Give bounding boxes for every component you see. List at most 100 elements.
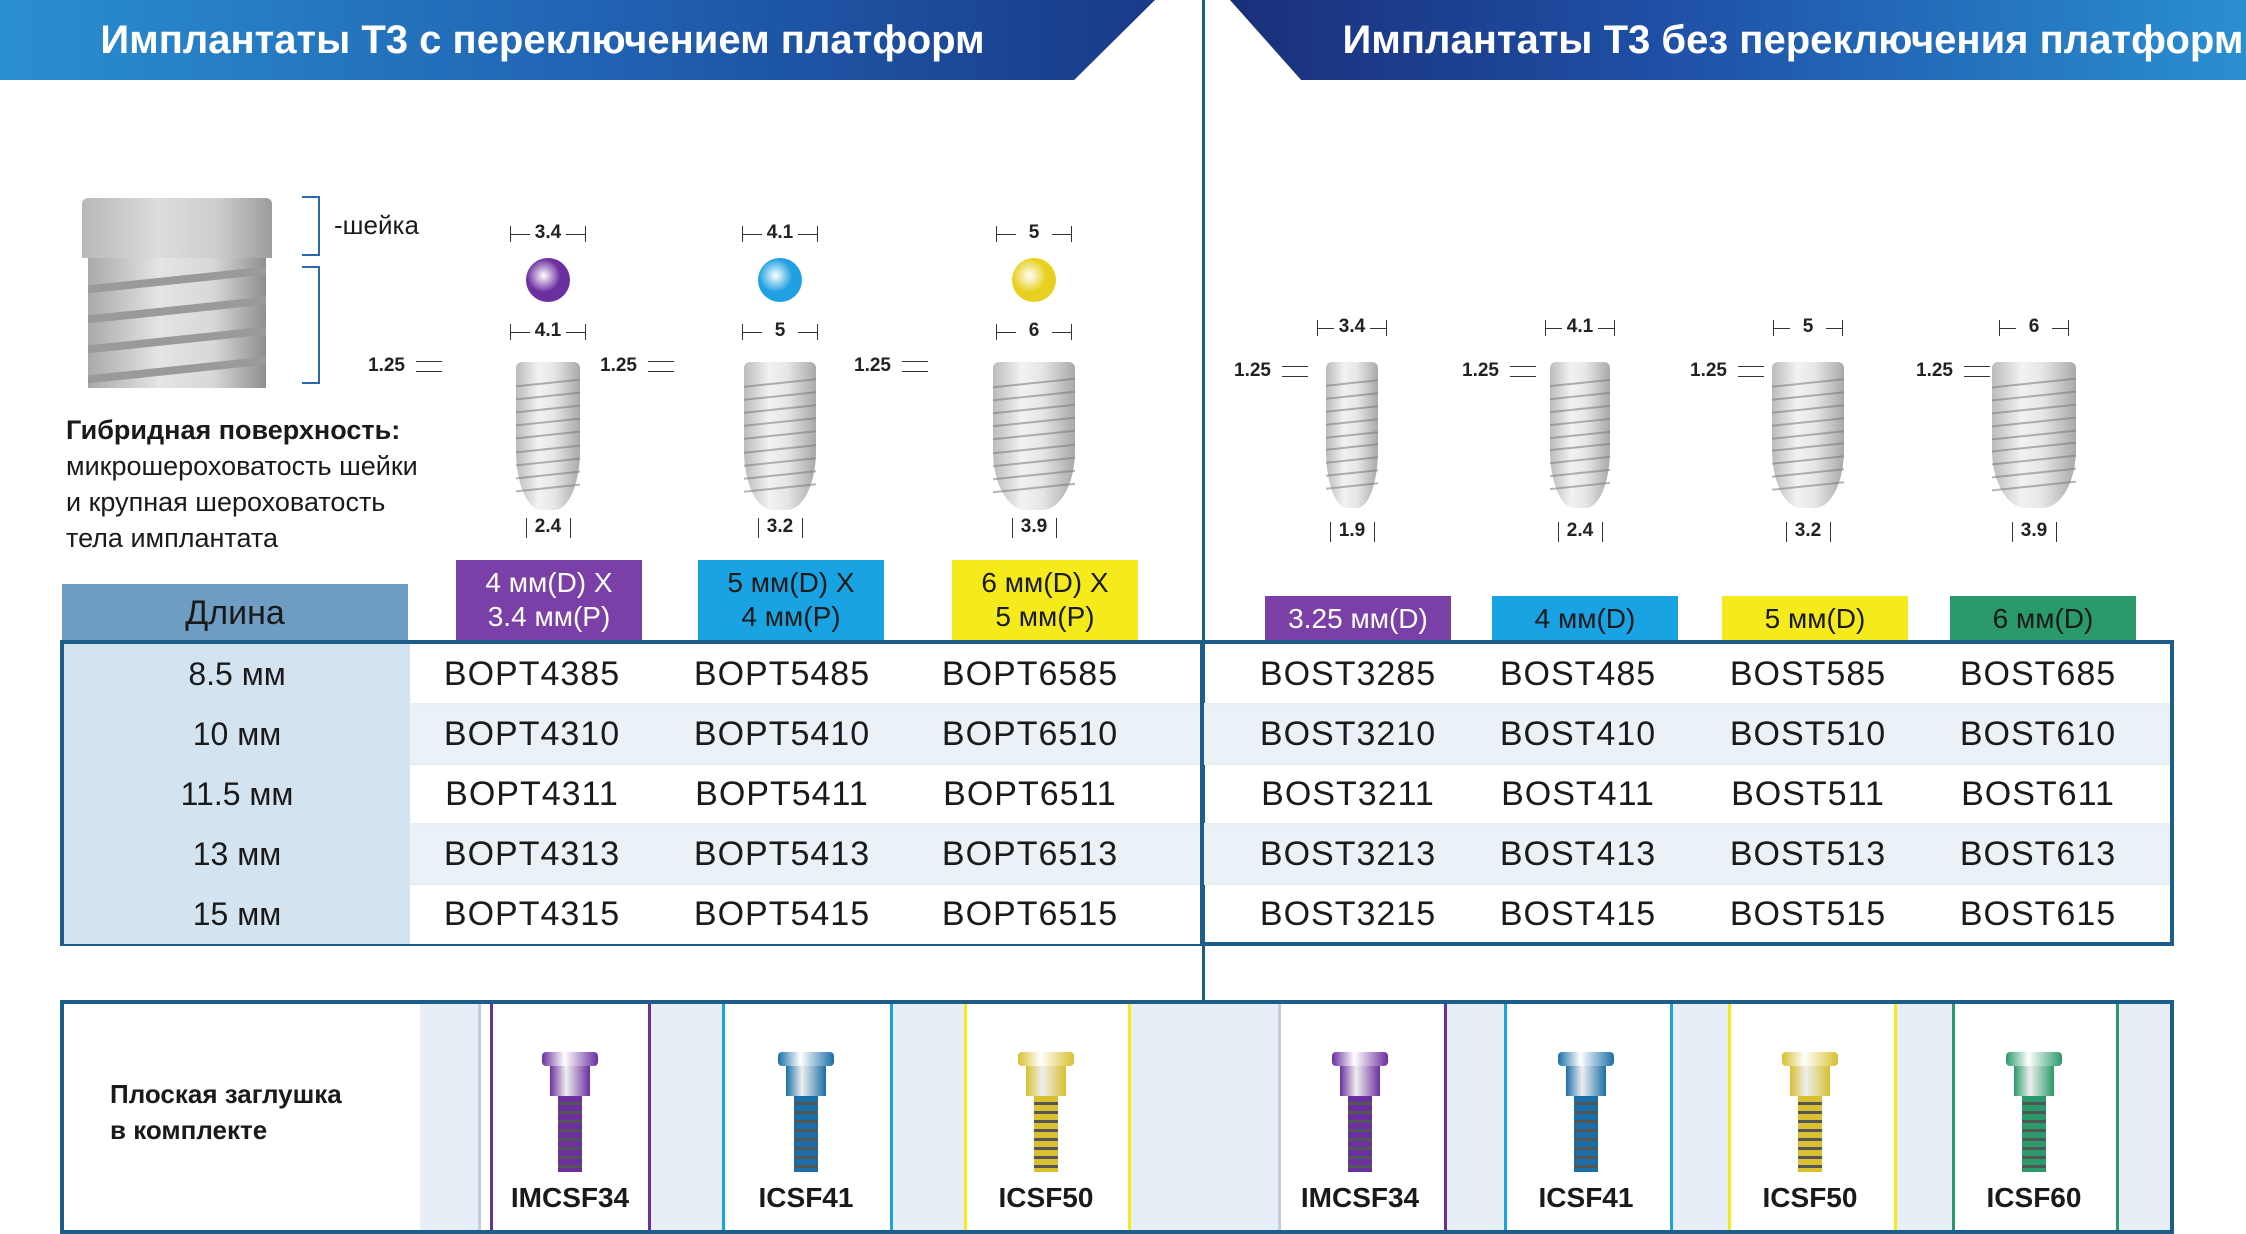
right-implant-1 (1550, 362, 1610, 508)
table-row: BOST3210 BOST410 BOST510 BOST610 (1204, 704, 2170, 764)
left-cap-dim-1-value: 4.1 (766, 222, 794, 243)
surface-caption: Гибридная поверхность: микрошероховатост… (66, 412, 418, 556)
code-cell: BOST413 (1499, 834, 1657, 873)
right-top-dim-2-value: 5 (1802, 316, 1814, 337)
length-cell: 13 мм (64, 824, 410, 884)
code-cell: BOST415 (1499, 894, 1657, 933)
row-separator (1204, 823, 2170, 825)
right-implant-3 (1992, 362, 2076, 508)
right-collar-dim-1: 1.25 (1462, 360, 1499, 381)
right-top-dim-3: 6 (1999, 316, 2069, 340)
code-cell: BOST411 (1501, 774, 1655, 813)
row-separator (1204, 883, 2170, 885)
left-top-dim-2-value: 6 (1028, 320, 1040, 341)
left-collar-dim-2: 1.25 (854, 355, 891, 376)
cover-screw-left-2 (1018, 1052, 1074, 1172)
column-divider (478, 1004, 481, 1230)
code-cell: BOPT4385 (443, 654, 621, 693)
column-divider (1504, 1004, 1507, 1230)
code-cell: BOPT4311 (445, 774, 619, 813)
right-collar-dim-2: 1.25 (1690, 360, 1727, 381)
right-apex-dim-0: 1.9 (1338, 520, 1366, 541)
left-top-dim-0-value: 4.1 (534, 320, 562, 341)
column-divider (2116, 1004, 2119, 1230)
left-top-dim-2: 6 (996, 320, 1072, 344)
code-cell: BOST485 (1499, 654, 1657, 693)
banner-right-title: Имплантаты T3 без переключения платформ (1342, 17, 2244, 62)
row-separator (1204, 763, 2170, 765)
row-separator (410, 703, 1200, 705)
length-header-label: Длина (185, 593, 285, 632)
row-separator (410, 883, 1200, 885)
right-collar-dim-3: 1.25 (1916, 360, 1953, 381)
healing-cap-1 (758, 258, 802, 302)
code-cell: BOST3213 (1259, 834, 1437, 873)
cover-screw-code-left-1: ICSF41 (758, 1182, 854, 1213)
code-cell: BOPT5413 (693, 834, 871, 873)
code-cell: BOPT4315 (443, 894, 621, 933)
right-header-2: 5 мм(D) (1722, 596, 1908, 642)
column-divider (964, 1004, 967, 1230)
row-separator (410, 823, 1200, 825)
left-top-dim-1-value: 5 (774, 320, 786, 341)
code-cell: BOST410 (1499, 714, 1657, 753)
cover-screw-line-1: Плоская заглушка (110, 1079, 342, 1109)
right-implant-0 (1326, 362, 1378, 508)
column-divider (1952, 1004, 1955, 1230)
table-row: 13 мм BOPT4313 BOPT5413 BOPT6513 (64, 824, 1200, 884)
length-cell: 11.5 мм (64, 764, 410, 824)
right-top-dim-2: 5 (1773, 316, 1843, 340)
left-cap-dim-2-value: 5 (1028, 222, 1040, 243)
right-header-3: 6 мм(D) (1950, 596, 2136, 642)
right-implant-2 (1772, 362, 1844, 508)
column-divider (1278, 1004, 1281, 1230)
column-divider (890, 1004, 893, 1230)
code-cell: BOST3211 (1261, 774, 1435, 813)
code-cell: BOPT6511 (943, 774, 1117, 813)
left-apex-dim-2: 3.9 (1020, 516, 1048, 537)
banner-right: Имплантаты T3 без переключения платформ (1230, 0, 2246, 80)
column-fill (1897, 1004, 1952, 1230)
cover-screw-right-0 (1332, 1052, 1388, 1172)
code-cell: BOST613 (1959, 834, 2117, 873)
right-header-1: 4 мм(D) (1492, 596, 1678, 642)
cover-screw-left-1 (778, 1052, 834, 1172)
surface-line-2: и крупная шероховатость (66, 487, 386, 517)
left-cap-dim-2: 5 (996, 222, 1072, 246)
cover-screw-right-1 (1558, 1052, 1614, 1172)
column-fill (651, 1004, 722, 1230)
row-separator (410, 763, 1200, 765)
column-fill (1131, 1004, 1204, 1230)
code-cell: BOST610 (1959, 714, 2117, 753)
left-implant-1 (744, 362, 816, 510)
column-divider (648, 1004, 651, 1230)
row-separator (1204, 703, 2170, 705)
code-cell: BOPT5410 (693, 714, 871, 753)
cover-screw-code-left-2: ICSF50 (998, 1182, 1094, 1213)
code-cell: BOPT4313 (443, 834, 621, 873)
code-cell: BOST515 (1729, 894, 1887, 933)
right-top-dim-0: 3.4 (1317, 316, 1387, 340)
cover-screw-code-right-2: ICSF50 (1762, 1182, 1858, 1213)
column-divider (1670, 1004, 1673, 1230)
left-collar-dim-0: 1.25 (368, 355, 405, 376)
left-apex-dim-0: 2.4 (534, 516, 562, 537)
center-divider (1202, 0, 1205, 1234)
neck-illustration (82, 198, 272, 388)
code-cell: BOST513 (1729, 834, 1887, 873)
code-cell: BOST510 (1729, 714, 1887, 753)
code-cell: BOPT6513 (941, 834, 1119, 873)
right-apex-dim-2: 3.2 (1794, 520, 1822, 541)
banner-left-title: Имплантаты T3 с переключением платформ (100, 17, 985, 62)
left-cap-dim-0: 3.4 (510, 222, 586, 246)
code-cell: BOST3210 (1259, 714, 1437, 753)
left-cap-dim-0-value: 3.4 (534, 222, 562, 243)
